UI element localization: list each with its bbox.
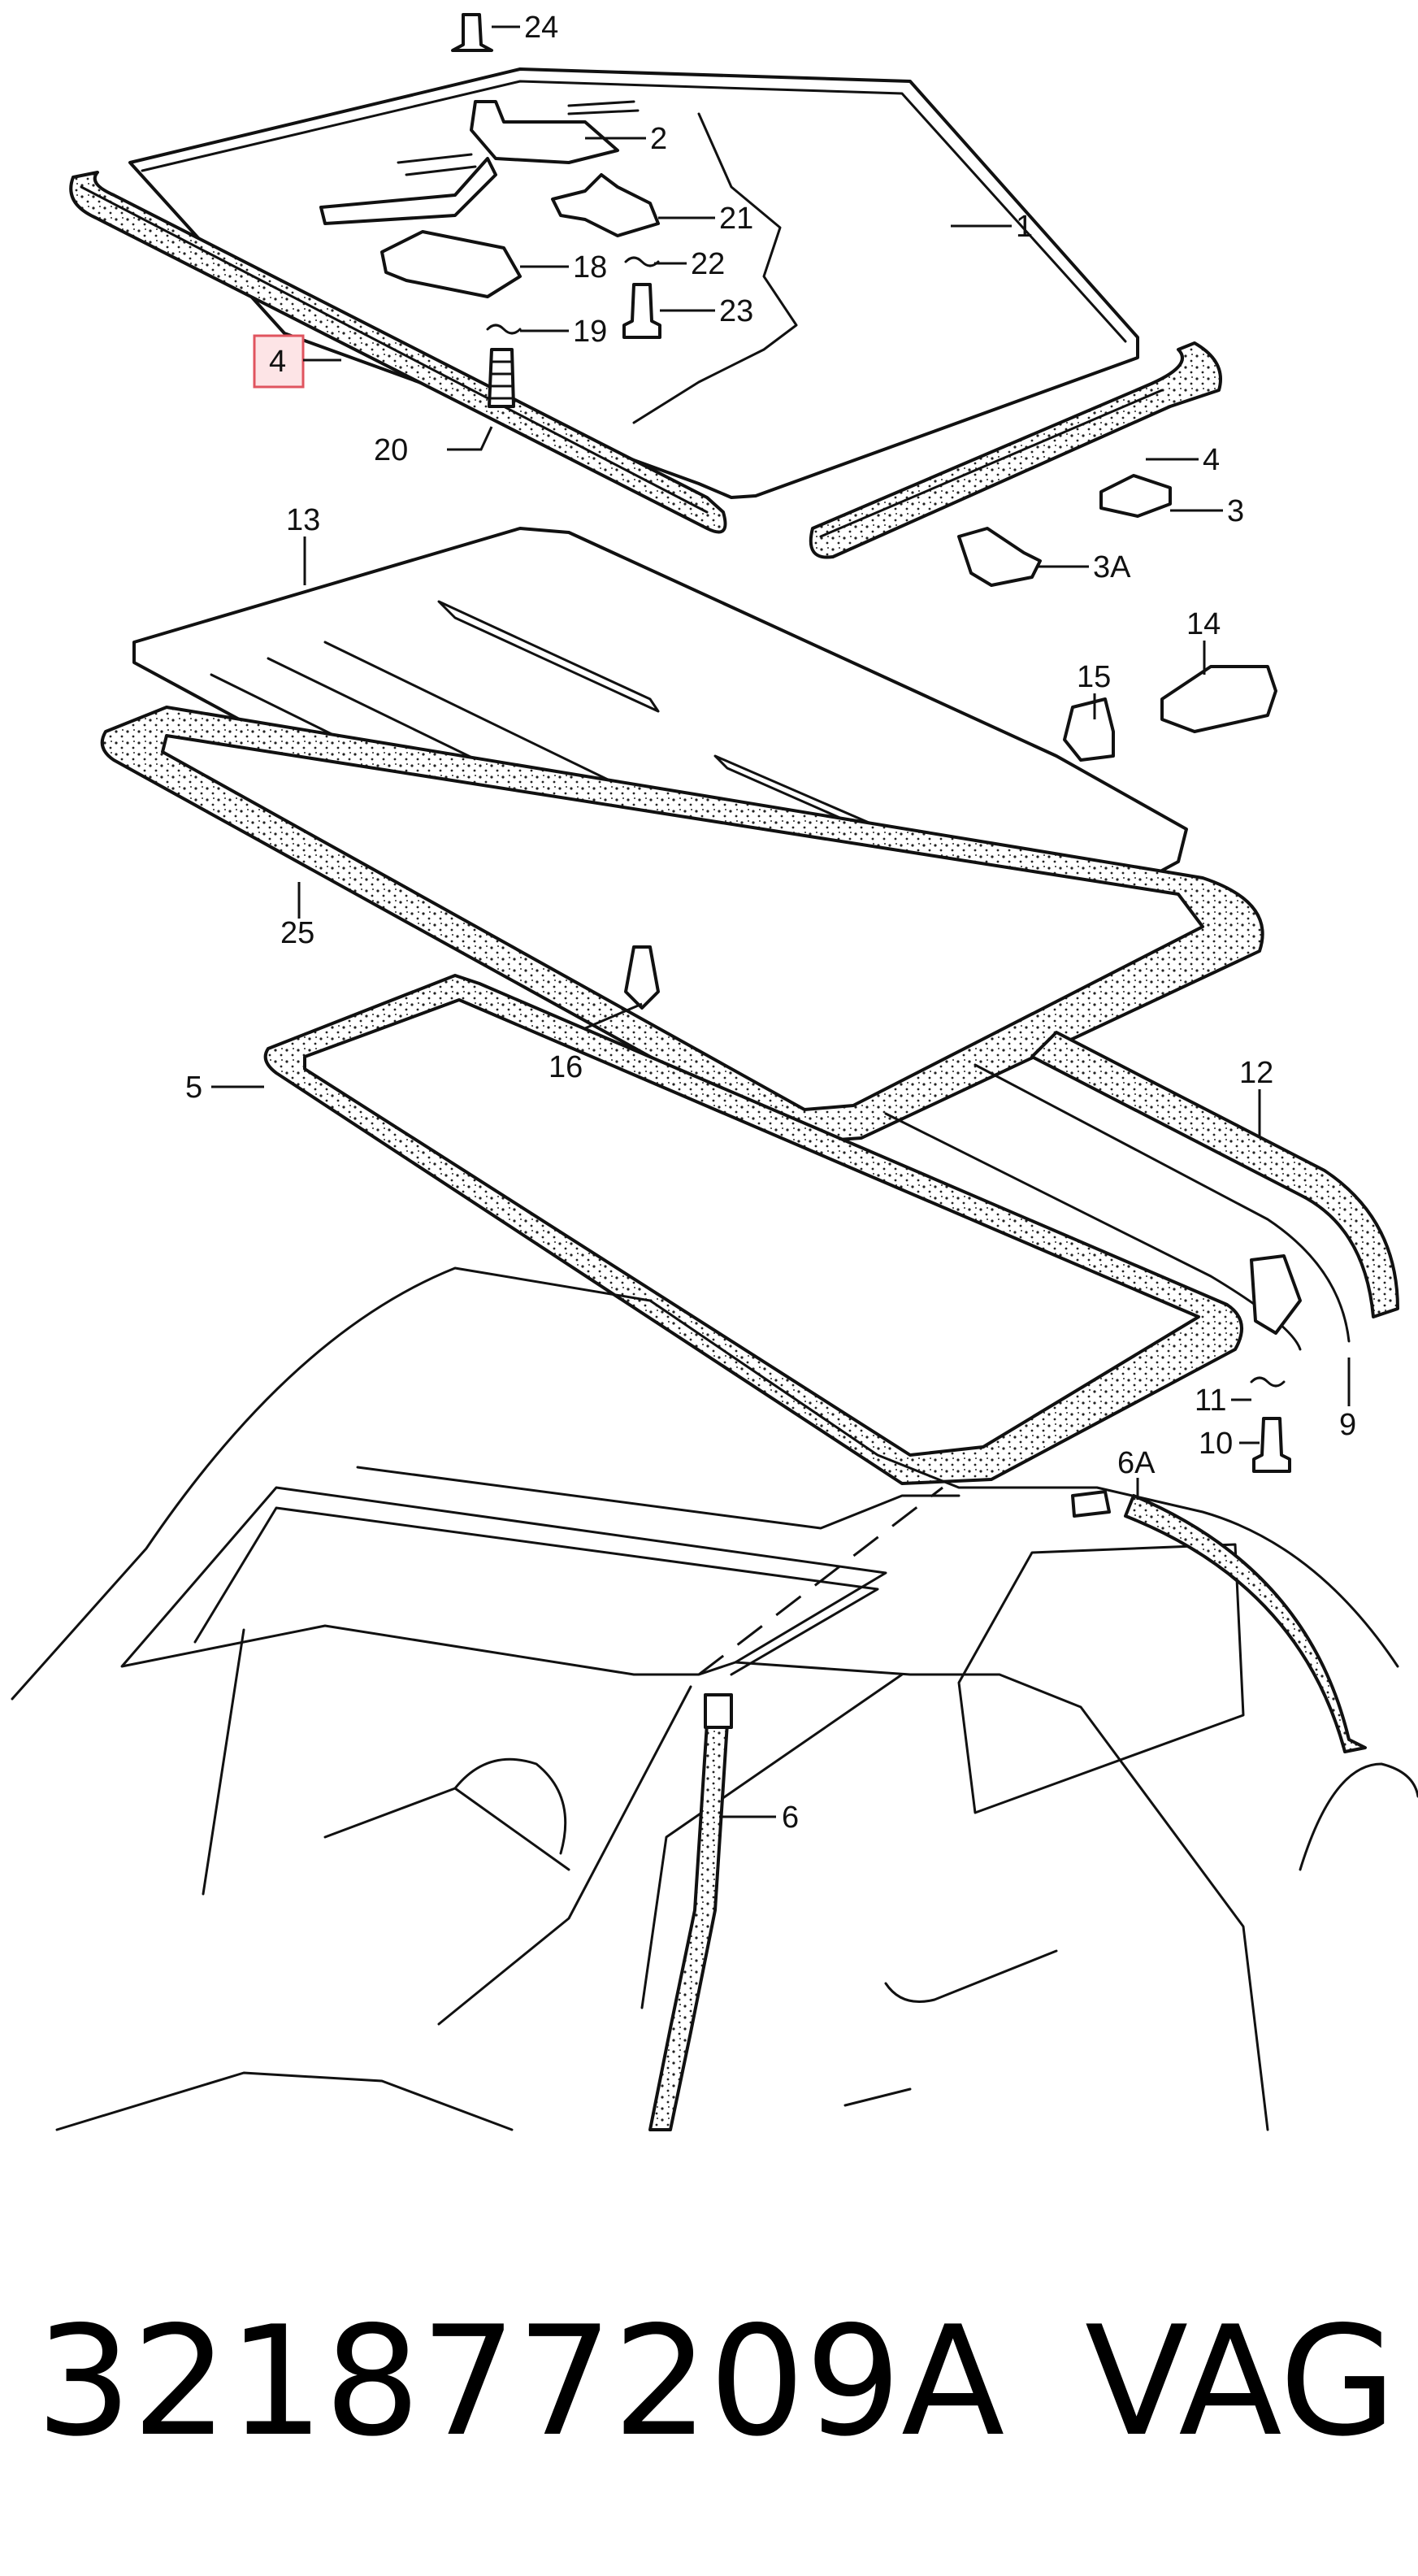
seal-strip-right xyxy=(809,341,1222,559)
callout-6a: 6A xyxy=(1117,1446,1156,1480)
callout-23: 23 xyxy=(719,294,753,328)
clip-parts-3-3a xyxy=(957,474,1172,587)
callout-15: 15 xyxy=(1077,660,1111,694)
leader-lines xyxy=(211,25,1351,1818)
callout-21: 21 xyxy=(719,202,753,236)
car-body-outline xyxy=(11,1266,1418,2131)
callout-3: 3 xyxy=(1227,494,1244,528)
clip-parts-14-15-16 xyxy=(624,665,1277,1010)
foam-gasket xyxy=(100,706,1264,1144)
callout-2: 2 xyxy=(650,122,667,156)
part-caption: 321877209A VAG xyxy=(0,2300,1418,2463)
callout-4: 4 xyxy=(269,345,286,379)
highlight-box xyxy=(253,334,305,389)
side-rails xyxy=(884,1031,1399,1473)
callout-13: 13 xyxy=(286,503,320,537)
callout-6: 6 xyxy=(782,1801,799,1835)
callout-22: 22 xyxy=(691,247,725,281)
callout-9: 9 xyxy=(1339,1408,1356,1442)
callout-5: 5 xyxy=(185,1071,202,1105)
callout-24: 24 xyxy=(524,11,558,45)
callout-10: 10 xyxy=(1199,1427,1233,1461)
callout-4-right: 4 xyxy=(1203,443,1220,477)
callout-14: 14 xyxy=(1186,607,1221,641)
callout-labels: 24 2 1 21 18 22 23 19 4 20 4 3 3A 13 14 … xyxy=(185,11,1356,1835)
callout-12: 12 xyxy=(1239,1056,1273,1090)
callout-20: 20 xyxy=(374,433,408,467)
callout-11: 11 xyxy=(1195,1384,1226,1418)
callout-3a: 3A xyxy=(1093,550,1131,584)
callout-25: 25 xyxy=(280,916,314,950)
mechanism-parts xyxy=(319,13,661,408)
drain-hoses xyxy=(648,1490,1367,2131)
frame-seal xyxy=(263,974,1243,1485)
seal-strip-left xyxy=(69,171,727,534)
callout-1: 1 xyxy=(1016,210,1033,244)
callout-18: 18 xyxy=(573,250,607,285)
callout-19: 19 xyxy=(573,315,607,349)
callout-16: 16 xyxy=(549,1050,583,1084)
part-number: 321877209A xyxy=(36,2293,1005,2470)
brand-name: VAG xyxy=(1085,2293,1397,2470)
